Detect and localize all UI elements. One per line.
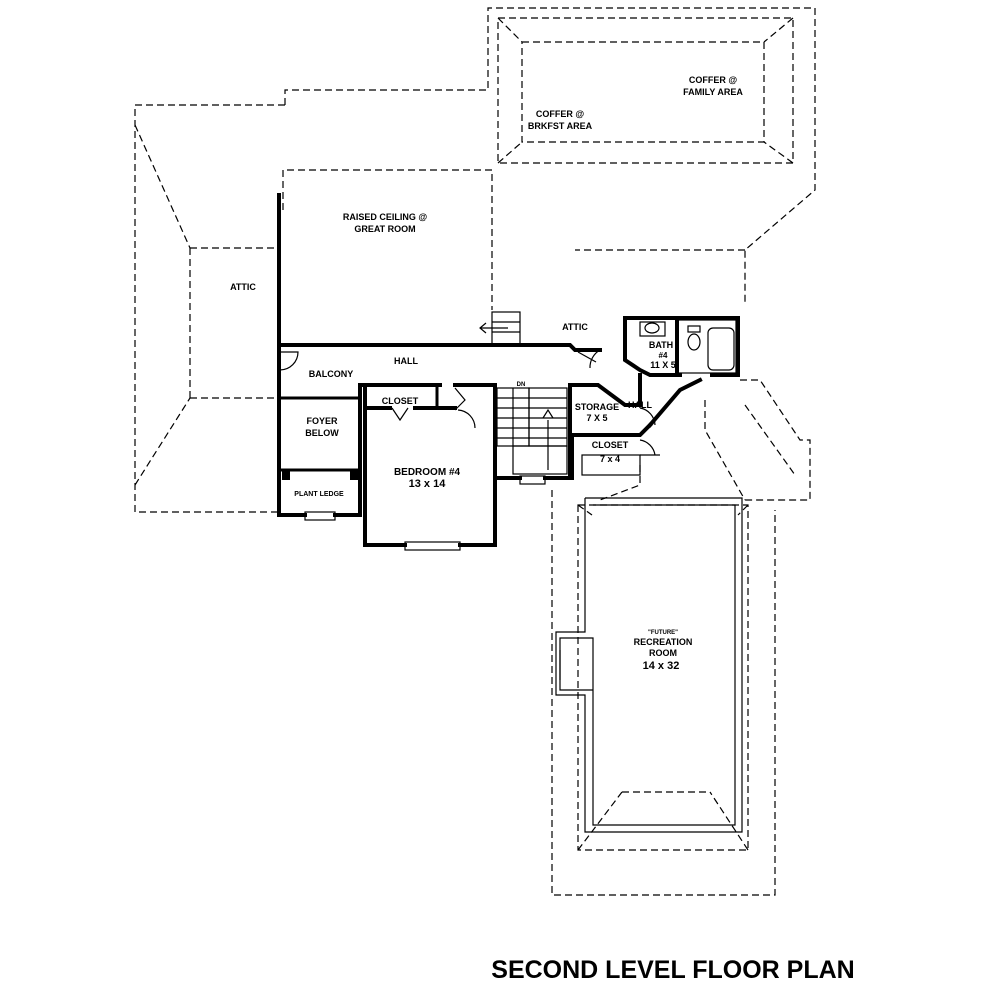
label-bedroom-size: 13 x 14	[409, 478, 447, 490]
label-foyer-below: BELOW	[305, 428, 339, 438]
label-coffer-brkfst: COFFER @	[536, 109, 584, 119]
label-coffer-family: COFFER @	[689, 75, 737, 85]
label-bath-size: 11 X 5	[650, 360, 676, 370]
roof-outline	[134, 7, 816, 896]
label-closet-small: CLOSET	[592, 440, 629, 450]
label-raised-ceiling: RAISED CEILING @	[343, 212, 428, 222]
label-storage-size: 7 X 5	[586, 413, 607, 423]
label-great-room: GREAT ROOM	[354, 224, 415, 234]
label-hall-small: HALL	[628, 400, 652, 410]
label-bath: BATH	[649, 340, 673, 350]
bath-fixtures	[639, 319, 737, 374]
label-rec-room: ROOM	[649, 648, 677, 658]
label-attic-left: ATTIC	[230, 282, 256, 292]
main-walls	[277, 193, 740, 547]
label-foyer: FOYER	[306, 416, 338, 426]
label-plant-ledge: PLANT LEDGE	[294, 491, 344, 498]
label-family-area: FAMILY AREA	[683, 87, 743, 97]
label-rec-recreation: RECREATION	[634, 637, 693, 647]
label-bath-number: #4	[659, 351, 668, 360]
label-storage: STORAGE	[575, 402, 619, 412]
label-attic-center: ATTIC	[562, 322, 588, 332]
recreation-room-walls	[555, 497, 743, 833]
label-closet-small-size: 7 x 4	[600, 454, 620, 464]
label-balcony: BALCONY	[309, 369, 354, 379]
room-labels: COFFER @ FAMILY AREA COFFER @ BRKFST ARE…	[230, 75, 743, 672]
stairs	[479, 311, 568, 475]
label-rec-size: 14 x 32	[643, 660, 680, 672]
label-hall-main: HALL	[394, 356, 418, 366]
doors-windows	[279, 349, 660, 551]
label-bedroom: BEDROOM #4	[394, 467, 461, 478]
plan-title: SECOND LEVEL FLOOR PLAN	[491, 956, 854, 984]
label-closet-bedroom: CLOSET	[382, 396, 419, 406]
label-rec-future: "FUTURE"	[648, 630, 678, 636]
label-dn: DN	[517, 382, 526, 388]
label-brkfst-area: BRKFST AREA	[528, 121, 593, 131]
